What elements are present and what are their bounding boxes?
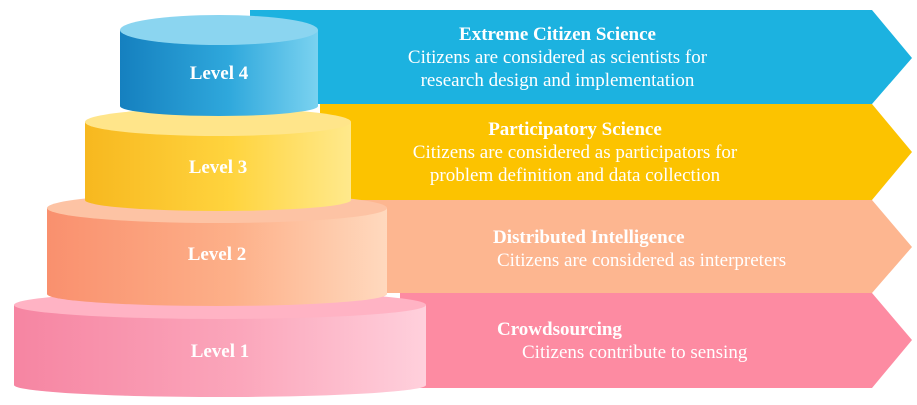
level-4-cylinder: [120, 15, 318, 116]
level-3-arrow: [320, 104, 912, 200]
level-4-arrow: [250, 10, 912, 104]
level-3-text: Participatory Science Citizens are consi…: [355, 118, 795, 188]
level-4-description-line2: research design and implementation: [420, 70, 695, 92]
level-2-description-line1: Citizens are considered as interpreters: [497, 250, 787, 272]
level-4-title: Extreme Citizen Science: [459, 24, 656, 45]
level-4-description-line1: Citizens are considered as scientists fo…: [407, 47, 708, 69]
level-4-label: Level 4: [189, 63, 249, 84]
level-1-text: Crowdsourcing Citizens contribute to sen…: [497, 318, 827, 364]
level-3-description-line1: Citizens are considered as participators…: [412, 142, 738, 164]
level-3-cylinder: [85, 108, 351, 211]
level-1-arrow: [400, 293, 912, 388]
level-2-label: Level 2: [187, 244, 247, 265]
level-2-text: Distributed Intelligence Citizens are co…: [493, 226, 833, 272]
level-1-description-line1: Citizens contribute to sensing: [522, 342, 748, 364]
level-3-label: Level 3: [188, 157, 248, 178]
level-4-text: Extreme Citizen Science Citizens are con…: [340, 23, 775, 93]
level-3-title: Participatory Science: [488, 119, 662, 140]
level-1-title: Crowdsourcing: [497, 319, 622, 340]
level-1-label: Level 1: [190, 341, 250, 362]
level-3-description-line2: problem definition and data collection: [429, 165, 721, 187]
level-2-title: Distributed Intelligence: [493, 227, 685, 248]
level-2-arrow: [360, 200, 912, 293]
